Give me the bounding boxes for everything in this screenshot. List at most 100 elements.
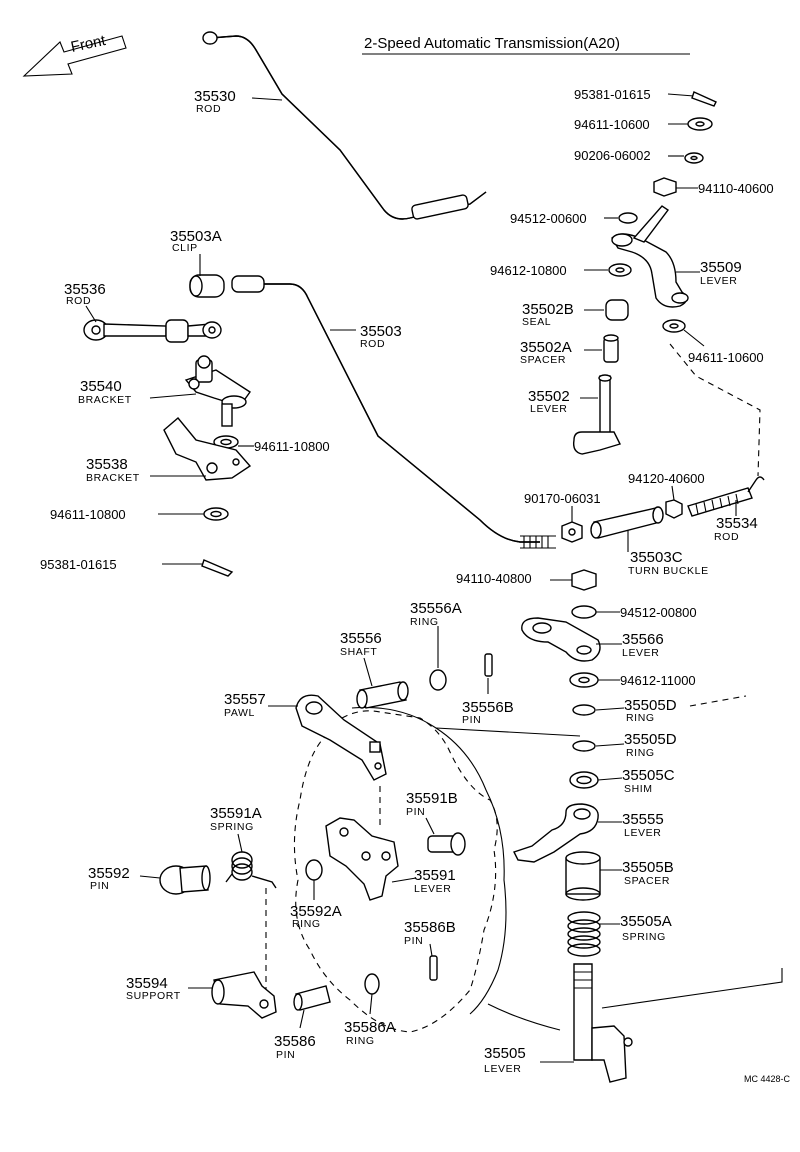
part-35505D-a-name: RING xyxy=(626,712,655,724)
front-arrow: Front xyxy=(22,32,127,77)
part-35591A-name: SPRING xyxy=(210,821,254,833)
hw-94612-11000: 94612-11000 xyxy=(620,673,696,688)
hw-94110-40800: 94110-40800 xyxy=(456,571,532,586)
part-35586-number: 35586 xyxy=(274,1033,316,1050)
part-35509-name: LEVER xyxy=(700,275,737,287)
part-35503-name: ROD xyxy=(360,338,385,350)
part-35502B-name: SEAL xyxy=(522,316,551,328)
part-35566-number: 35566 xyxy=(622,631,664,648)
rod-35530 xyxy=(202,31,487,220)
transmission-housing xyxy=(293,706,581,1033)
part-35502-number: 35502 xyxy=(528,388,570,405)
pin-35586B xyxy=(429,955,438,981)
part-35505D-a-number: 35505D xyxy=(624,697,677,714)
part-35505C-name: SHIM xyxy=(624,783,653,795)
rod-35534 xyxy=(687,476,765,517)
hw-94110-40600: 94110-40600 xyxy=(698,181,774,196)
hw-95381-01615-bottom: 95381-01615 xyxy=(40,557,117,572)
part-35534-name: ROD xyxy=(714,531,739,543)
ring-35505D-a xyxy=(572,704,596,716)
part-35556-number: 35556 xyxy=(340,630,382,647)
part-35503C-name: TURN BUCKLE xyxy=(628,565,709,577)
part-35503-number: 35503 xyxy=(360,323,402,340)
lever-35591 xyxy=(325,817,399,901)
part-35505C-number: 35505C xyxy=(622,767,675,784)
part-35502B-number: 35502B xyxy=(522,301,574,318)
part-35505D-b-number: 35505D xyxy=(624,731,677,748)
part-35505D-b-name: RING xyxy=(626,747,655,759)
part-35530-name: ROD xyxy=(196,103,221,115)
nut-94110-40600 xyxy=(653,177,677,197)
nut-94110-40800 xyxy=(571,569,597,591)
pin-35591B xyxy=(427,832,466,856)
part-35592-number: 35592 xyxy=(88,865,130,882)
cotter-pin-95381-bottom xyxy=(201,559,234,577)
part-35538-name: BRACKET xyxy=(86,472,140,484)
ring-35592A xyxy=(305,859,323,881)
part-35591B-number: 35591B xyxy=(406,790,458,807)
part-35557-name: PAWL xyxy=(224,707,255,719)
drawing-code: MC 4428-C xyxy=(744,1074,791,1084)
cotter-pin-95381-top xyxy=(691,91,717,107)
part-35555-name: LEVER xyxy=(624,827,661,839)
turnbuckle-35503C xyxy=(590,506,664,539)
part-35502A-name: SPACER xyxy=(520,354,566,366)
hw-94611-10600-mid: 94611-10600 xyxy=(688,350,764,365)
part-35505-number: 35505 xyxy=(484,1045,526,1062)
part-35556B-name: PIN xyxy=(462,714,481,726)
lever-35509 xyxy=(611,205,689,308)
part-35505B-number: 35505B xyxy=(622,859,674,876)
part-35509-number: 35509 xyxy=(700,259,742,276)
part-35594-name: SUPPORT xyxy=(126,990,181,1002)
lever-35566 xyxy=(521,617,601,662)
part-35555-number: 35555 xyxy=(622,811,664,828)
part-35586B-name: PIN xyxy=(404,935,423,947)
spacer-35505B xyxy=(565,851,601,901)
hw-90206-06002: 90206-06002 xyxy=(574,148,651,163)
seal-35502B xyxy=(605,299,629,321)
hw-95381-01615-top: 95381-01615 xyxy=(574,87,651,102)
part-35536-number: 35536 xyxy=(64,281,106,298)
shaft-35556 xyxy=(356,681,409,709)
spring-35505A xyxy=(567,911,601,957)
part-35502A-number: 35502A xyxy=(520,339,572,356)
part-35586-name: PIN xyxy=(276,1049,295,1061)
hw-94612-10800: 94612-10800 xyxy=(490,263,567,278)
ring-35586A xyxy=(364,973,380,995)
part-35586A-number: 35586A xyxy=(344,1019,396,1036)
lever-35502 xyxy=(572,374,621,455)
rod-35536 xyxy=(83,319,222,343)
support-35594 xyxy=(211,971,277,1019)
hw-94512-00800: 94512-00800 xyxy=(620,605,697,620)
rod-35503 xyxy=(231,275,556,549)
part-35540-name: BRACKET xyxy=(78,394,132,406)
pin-35586 xyxy=(293,985,331,1011)
ring-35556A xyxy=(429,669,447,691)
washer-94512-00800 xyxy=(571,605,597,619)
hw-94611-10800-b: 94611-10800 xyxy=(50,507,126,522)
pin-35592 xyxy=(159,865,211,895)
hw-94120-40600: 94120-40600 xyxy=(628,471,705,486)
part-35556A-name: RING xyxy=(410,616,439,628)
part-35502-name: LEVER xyxy=(530,403,567,415)
part-35594-number: 35594 xyxy=(126,975,168,992)
part-35592-name: PIN xyxy=(90,880,109,892)
part-35586A-name: RING xyxy=(346,1035,375,1047)
part-35566-name: LEVER xyxy=(622,647,659,659)
part-35503C-number: 35503C xyxy=(630,549,683,566)
part-35530-number: 35530 xyxy=(194,88,236,105)
part-35538-number: 35538 xyxy=(86,456,128,473)
part-35591A-number: 35591A xyxy=(210,805,262,822)
hw-94611-10800-a: 94611-10800 xyxy=(254,439,330,454)
nut-94120-40600 xyxy=(665,499,683,519)
part-35505B-name: SPACER xyxy=(624,875,670,887)
part-35505A-name: SPRING xyxy=(622,931,666,943)
lever-35555 xyxy=(513,803,599,863)
part-35591-name: LEVER xyxy=(414,883,451,895)
bracket-35540 xyxy=(184,355,251,427)
hw-90170-06031: 90170-06031 xyxy=(524,491,601,506)
part-35592A-name: RING xyxy=(292,918,321,930)
pin-35556B xyxy=(484,653,493,677)
bracket-35538 xyxy=(163,417,252,481)
